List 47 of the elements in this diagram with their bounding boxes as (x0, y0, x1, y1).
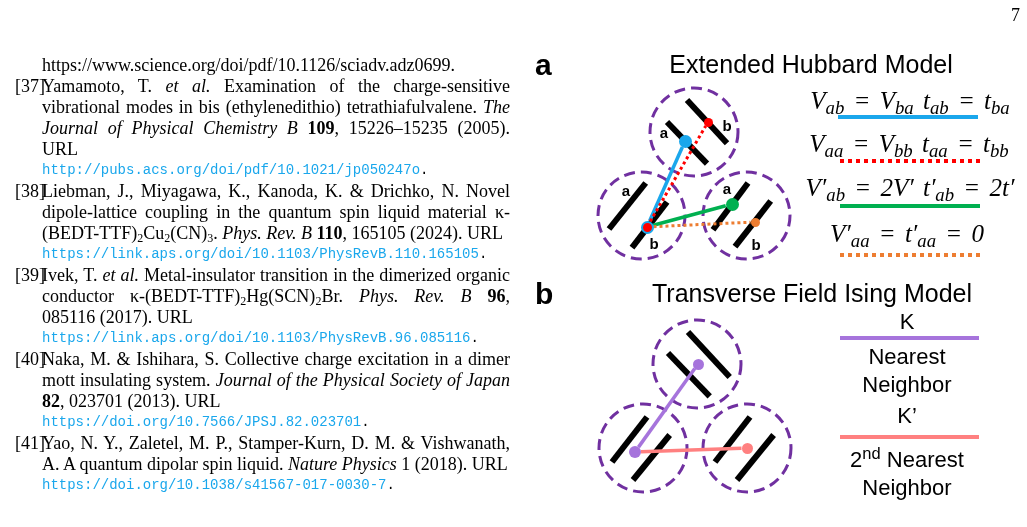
bar-label: a (722, 180, 732, 196)
dimer-circle (597, 402, 689, 494)
reference-text: Yamamoto, T. et al. Examination of the charge-sensitive vibrational modes in bis (ethylenedithio) tetrathiafulvalene. The Journal of Physical Chemistry B 109, 15226–15235 (2005). URL (42, 76, 510, 160)
connector-line (637, 367, 697, 449)
reference-text: https://www.science.org/doi/pdf/10.1126/sciadv.adz0699. (42, 55, 456, 76)
reference-number: [38] (15, 181, 45, 201)
panel-label: a (535, 50, 552, 80)
reference-url: https://doi.org/10.7566/JPSJ.82.023701. (42, 413, 370, 432)
panel-title: Transverse Field Ising Model (652, 280, 972, 306)
bar-label: a (621, 182, 631, 198)
connector-line (640, 446, 742, 454)
legend-description: 2$^{nd}$ Nearest Neighbor (849, 446, 965, 502)
dimer-circle (700, 169, 792, 261)
bar-label: b (722, 117, 732, 133)
connector-line (648, 125, 708, 223)
bar-label: b (751, 236, 761, 252)
reference-text: Naka, M. & Ishihara, S. Collective charge excitation in a dimer mott insulating system. Journal of the Physical Society of Japan 82, 023701 (2013). URL (42, 349, 510, 412)
dimer-circle (596, 169, 687, 261)
page-number: 7 (1011, 5, 1020, 25)
connector-line (652, 204, 727, 227)
legend-label: K (899, 311, 915, 333)
reference-url: https://link.aps.org/doi/10.1103/PhysRevB.96.085116. (42, 329, 479, 348)
reference-text: Yao, N. Y., Zaletel, M. P., Stamper-Kurn, D. M. & Vishwanath, A. A quantum dipolar spin liquid. Nature Physics 1 (2018). URL (42, 433, 510, 475)
dimer-circle (648, 86, 740, 178)
reference-text: Ivek, T. et al. Metal-insulator transition in the dimerized organic conductor κ-(BEDT-TTF)$_{2}$Hg(SCN)$_{2}$Br. Phys. Rev. B 96, 085116 (2017). URL (42, 265, 510, 328)
reference-number: [39] (15, 265, 45, 285)
connector-line (653, 220, 751, 229)
legend-label: V′$_{aa}$ = t′$_{aa}$ = 0 (830, 220, 984, 246)
reference-number: [40] (15, 349, 45, 369)
dimer-circle (701, 402, 793, 494)
legend-label: V$_{ab}$ = V$_{ba}$ t$_{ab}$ = t$_{ba}$ (810, 87, 1010, 113)
reference-url: https://doi.org/10.1038/s41567-017-0030-7. (42, 476, 395, 495)
dimer-circle (651, 318, 743, 410)
reference-url: http://pubs.acs.org/doi/pdf/10.1021/jp050247o. (42, 161, 429, 180)
reference-number: [37] (15, 76, 45, 96)
legend-label: K’ (897, 405, 917, 427)
panel-title: Extended Hubbard Model (669, 51, 953, 77)
panel-label: b (535, 279, 554, 309)
legend-description: Nearest Neighbor (861, 343, 953, 399)
connector-line (648, 146, 684, 222)
legend-label: V$_{aa}$ = V$_{bb}$ t$_{aa}$ = t$_{bb}$ (809, 130, 1009, 156)
bar-label: a (659, 124, 669, 140)
reference-text: Liebman, J., Miyagawa, K., Kanoda, K. & Drichko, N. Novel dipole-lattice coupling in the quantum spin liquid material κ-(BEDT-TTF)$_{2}$Cu$_{2}$(CN)$_{3}$. Phys. Rev. B 110, 165105 (2024). URL (42, 181, 510, 244)
reference-url: https://link.aps.org/doi/10.1103/PhysRevB.110.165105. (42, 245, 488, 264)
legend-label: V′$_{ab}$ = 2V′ t′$_{ab}$ = 2t′ (805, 174, 1015, 200)
bar-label: b (649, 235, 659, 251)
reference-number: [41] (15, 433, 45, 453)
